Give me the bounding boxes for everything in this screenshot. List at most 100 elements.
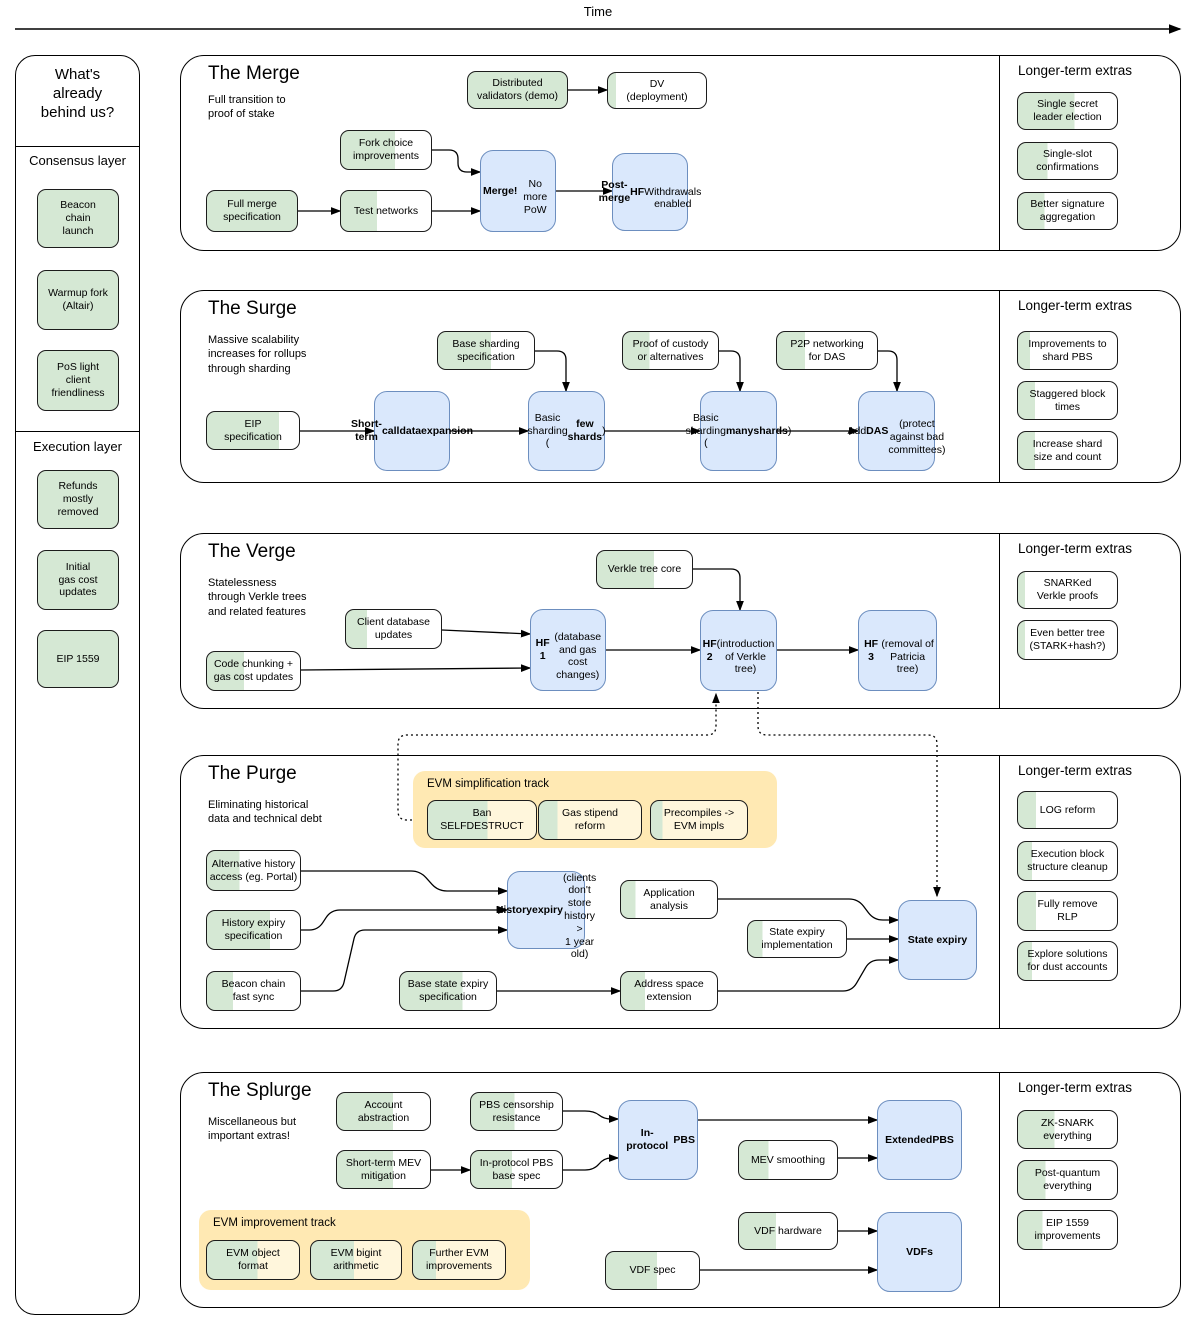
flow-arrow xyxy=(878,350,901,393)
flow-arrow xyxy=(301,906,509,931)
section-subtitle: Miscellaneous but important extras! xyxy=(208,1116,297,1143)
code-chunking-gas-cost-updates: Code chunking +gas cost updates xyxy=(206,651,301,691)
sidebar-group-label: Consensus layer xyxy=(29,153,126,168)
section-subtitle: Statelessness through Verkle trees and r… xyxy=(208,577,307,618)
flow-arrow xyxy=(718,956,900,992)
time-axis-label: Time xyxy=(583,4,613,19)
sidebar-divider xyxy=(16,431,139,432)
vdf-spec: VDF spec xyxy=(605,1251,700,1290)
flow-arrow xyxy=(300,664,532,672)
section-the-splurge: The Splurge Miscellaneous but important … xyxy=(180,1072,1181,1308)
flow-arrow xyxy=(563,1110,620,1123)
vdf-hardware: VDF hardware xyxy=(738,1212,838,1250)
extras-divider xyxy=(999,534,1000,708)
flow-arrow xyxy=(432,149,482,176)
section-title: The Purge xyxy=(208,763,297,784)
extras-title: Longer-term extras xyxy=(1018,298,1133,313)
section-the-purge: The Purge Eliminating historical data an… xyxy=(180,755,1181,1029)
extras-title: Longer-term extras xyxy=(1018,541,1133,556)
section-subtitle: Eliminating historical data and technica… xyxy=(208,799,322,826)
mev-smoothing: MEV smoothing xyxy=(738,1140,838,1180)
test-networks: Test networks xyxy=(340,190,432,232)
sidebar-behind-us xyxy=(15,55,140,1315)
dotted-dependency-arrow xyxy=(757,692,941,898)
state-expiry-milestone: State expiry xyxy=(898,900,977,980)
extras-title: Longer-term extras xyxy=(1018,763,1133,778)
flow-arrow xyxy=(719,350,744,393)
dv-deployment: DV(deployment) xyxy=(607,72,707,109)
section-title: The Merge xyxy=(208,63,300,84)
extras-divider xyxy=(999,291,1000,482)
sidebar-item-eip-1559: EIP 1559 xyxy=(37,630,119,688)
extras-divider xyxy=(999,756,1000,1028)
flow-arrow xyxy=(693,568,744,612)
section-the-surge: The Surge Massive scalability increases … xyxy=(180,290,1181,483)
section-subtitle: Full transition to proof of stake xyxy=(208,94,286,121)
flow-arrow xyxy=(301,926,509,992)
extras-divider xyxy=(999,56,1000,250)
section-the-merge: The Merge Full transition to proof of st… xyxy=(180,55,1181,251)
extra-log-reform: LOG reform xyxy=(1017,791,1118,829)
extras-divider xyxy=(999,1073,1000,1307)
sidebar-item-warmup-fork-altair: Warmup fork(Altair) xyxy=(37,270,119,330)
precompiles-to-evm-impls: Precompiles ->EVM impls xyxy=(650,800,748,840)
extras-title: Longer-term extras xyxy=(1018,63,1133,78)
section-title: The Verge xyxy=(208,541,296,562)
section-title: The Surge xyxy=(208,298,297,319)
evm-improvement-track-label: EVM improvement track xyxy=(213,1217,336,1229)
extras-title: Longer-term extras xyxy=(1018,1080,1133,1095)
sidebar-divider xyxy=(16,146,139,147)
section-title: The Splurge xyxy=(208,1080,312,1101)
verkle-tree-core: Verkle tree core xyxy=(596,550,693,589)
section-subtitle: Massive scalability increases for rollup… xyxy=(208,334,307,375)
sidebar-title: What's already behind us? xyxy=(40,66,115,121)
evm-simplification-track-label: EVM simplification track xyxy=(427,778,550,790)
flow-arrow xyxy=(718,898,900,924)
flow-arrow xyxy=(535,350,570,393)
